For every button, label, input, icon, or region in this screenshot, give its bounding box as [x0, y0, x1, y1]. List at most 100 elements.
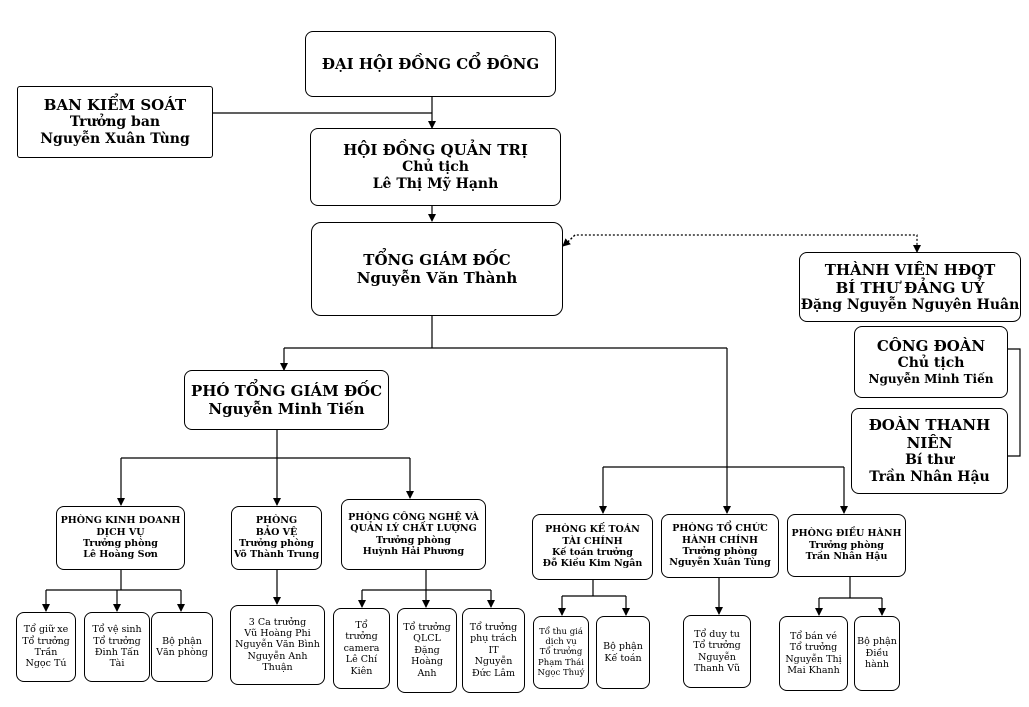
- edge-congdoan-doan: [1008, 348, 1021, 457]
- node-line: THÀNH VIÊN HĐQT: [824, 260, 996, 279]
- node-line: Ngọc Tú: [25, 658, 67, 670]
- node-line: BAN KIỂM SOÁT: [43, 96, 187, 115]
- node-line: TÀI CHÍNH: [562, 535, 623, 547]
- node-line: PHÒNG: [255, 515, 298, 527]
- node-phong-bao-ve: PHÒNG BẢO VỆ Trưởng phòng Võ Thành Trung: [231, 506, 322, 570]
- node-line: Lê Thị Mỹ Hạnh: [372, 176, 499, 192]
- node-line: Tổ trưởng: [22, 635, 70, 647]
- node-line: Tổ trưởng: [403, 622, 451, 634]
- node-line: Nguyễn: [474, 656, 513, 668]
- node-cong-doan: CÔNG ĐOÀN Chủ tịch Nguyễn Minh Tiến: [854, 326, 1008, 398]
- node-line: Chủ tịch: [897, 355, 965, 372]
- node-phong-kinh-doanh: PHÒNG KINH DOANH DỊCH VỤ Trưởng phòng Lê…: [56, 506, 185, 570]
- node-line: Tổ trưởng: [789, 642, 838, 654]
- node-line: ĐOÀN THANH: [868, 416, 991, 435]
- node-to-camera: Tổ trưởng camera Lê Chí Kiên: [333, 608, 390, 689]
- node-line: Nguyễn Minh Tiến: [208, 400, 365, 418]
- node-to-qlcl: Tổ trưởng QLCL Đặng Hoàng Anh: [397, 608, 457, 693]
- node-line: PHÒNG KẾ TOÁN: [545, 524, 640, 536]
- node-line: Bộ phận: [162, 635, 202, 647]
- node-bo-phan-van-phong: Bộ phận Văn phòng: [151, 612, 213, 682]
- node-line: IT: [488, 644, 499, 656]
- node-line: Bộ phận: [603, 641, 643, 653]
- node-line: Phạm Thái: [538, 657, 584, 668]
- node-line: Nguyễn Thị: [785, 653, 842, 665]
- node-line: Thanh Vũ: [693, 662, 741, 674]
- node-line: Trưởng phòng: [83, 538, 158, 549]
- node-line: Đức Lâm: [471, 667, 516, 679]
- node-line: Nguyễn Xuân Tùng: [40, 131, 190, 147]
- node-line: Điều: [865, 647, 889, 659]
- node-line: QLCL: [413, 633, 441, 645]
- node-line: Tổ: [355, 620, 368, 632]
- node-line: Mai Khanh: [787, 664, 840, 676]
- node-line: CÔNG ĐOÀN: [876, 337, 986, 356]
- node-line: PHÓ TỔNG GIÁM ĐỐC: [190, 382, 383, 400]
- node-line: 3 Ca trưởng: [248, 616, 307, 628]
- node-to-ban-ve: Tổ bán vé Tổ trưởng Nguyễn Thị Mai Khanh: [779, 616, 848, 691]
- node-thanh-vien-hdqt: THÀNH VIÊN HĐQT BÍ THƯ ĐẢNG UỶ Đặng Nguy…: [799, 252, 1021, 322]
- node-ban-kiem-soat: BAN KIỂM SOÁT Trưởng ban Nguyễn Xuân Tùn…: [17, 86, 213, 158]
- node-line: Anh: [417, 667, 437, 679]
- node-line: hành: [864, 659, 890, 671]
- node-to-thu-gia: Tổ thu giá dịch vụ Tổ trưởng Phạm Thái N…: [533, 616, 589, 689]
- node-line: HÀNH CHÍNH: [682, 534, 758, 546]
- node-line: Ngọc Thuý: [537, 667, 585, 678]
- node-line: PHÒNG CÔNG NGHỆ VÀ: [348, 511, 479, 523]
- node-line: Trần: [34, 647, 58, 658]
- node-line: Nguyễn Văn Bình: [235, 639, 320, 651]
- node-line: QUẢN LÝ CHẤT LƯỢNG: [350, 523, 477, 535]
- node-line: camera: [343, 642, 380, 654]
- node-line: PHÒNG KINH DOANH: [60, 515, 181, 527]
- node-line: Võ Thành Trung: [233, 549, 320, 561]
- node-phong-dieu-hanh: PHÒNG ĐIỀU HÀNH Trưởng phòng Trần Nhân H…: [787, 514, 906, 577]
- node-line: Hoàng: [411, 656, 443, 668]
- node-line: Trưởng phòng: [239, 538, 314, 549]
- node-line: Tổ trưởng: [539, 647, 583, 658]
- node-line: Kiên: [350, 665, 373, 677]
- node-line: Trần Nhân Hậu: [805, 551, 888, 563]
- node-line: Đỗ Kiều Kim Ngân: [542, 558, 643, 570]
- node-line: Trưởng phòng: [809, 539, 884, 551]
- node-line: dịch vụ: [545, 637, 577, 648]
- node-line: phụ trách: [470, 633, 517, 645]
- node-line: Tổ trưởng: [93, 635, 141, 647]
- node-bo-phan-ke-toan: Bộ phận Kế toán: [596, 616, 650, 689]
- node-line: Tổ thu giá: [539, 627, 583, 638]
- node-bo-phan-dieu-hanh: Bộ phận Điều hành: [854, 616, 900, 691]
- node-line: Đặng Nguyễn Nguyên Huân: [800, 296, 1020, 313]
- node-line: Kế toán: [604, 652, 642, 664]
- node-line: ĐẠI HỘI ĐỒNG CỔ ĐÔNG: [321, 55, 540, 73]
- node-to-ve-sinh: Tổ vệ sinh Tổ trưởng Đinh Tấn Tài: [84, 612, 150, 682]
- node-ca-truong: 3 Ca trưởng Vũ Hoàng Phi Nguyễn Văn Bình…: [230, 605, 325, 685]
- node-line: DỊCH VỤ: [96, 526, 145, 538]
- node-line: BẢO VỆ: [255, 526, 298, 538]
- node-line: Huỳnh Hải Phương: [362, 545, 465, 557]
- node-line: Tổ bán vé: [789, 630, 838, 642]
- node-line: Vũ Hoàng Phi: [244, 627, 311, 639]
- node-line: Trần Nhân Hậu: [869, 469, 990, 485]
- node-line: HỘI ĐỒNG QUẢN TRỊ: [343, 141, 528, 160]
- node-line: Bộ phận: [857, 636, 897, 648]
- node-line: Tổ trưởng: [693, 640, 741, 652]
- node-phong-to-chuc: PHÒNG TỔ CHỨC HÀNH CHÍNH Trưởng phòng Ng…: [661, 514, 779, 578]
- node-line: Đinh Tấn: [94, 647, 140, 658]
- node-line: Lê Hoàng Sơn: [83, 549, 158, 561]
- node-line: Lê Chí: [345, 654, 378, 666]
- node-line: PHÒNG ĐIỀU HÀNH: [791, 528, 902, 540]
- node-line: Nguyễn Xuân Tùng: [669, 557, 771, 569]
- node-line: Tổ trưởng: [469, 622, 518, 634]
- node-line: Thuận: [262, 662, 293, 674]
- node-to-it: Tổ trưởng phụ trách IT Nguyễn Đức Lâm: [462, 608, 525, 693]
- node-phong-cong-nghe: PHÒNG CÔNG NGHỆ VÀ QUẢN LÝ CHẤT LƯỢNG Tr…: [341, 499, 486, 570]
- node-line: TỔNG GIÁM ĐỐC: [363, 251, 511, 269]
- node-line: Nguyễn: [698, 651, 736, 663]
- node-line: Trưởng phòng: [376, 534, 451, 546]
- node-line: Kế toán trưởng: [552, 547, 633, 558]
- edge-tgd-tvhdqt: [564, 234, 921, 253]
- node-line: trưởng: [345, 631, 378, 643]
- node-line: Trưởng ban: [69, 114, 161, 131]
- node-hoi-dong-quan-tri: HỘI ĐỒNG QUẢN TRỊ Chủ tịch Lê Thị Mỹ Hạn…: [310, 128, 561, 206]
- node-line: Bí thư: [905, 452, 954, 469]
